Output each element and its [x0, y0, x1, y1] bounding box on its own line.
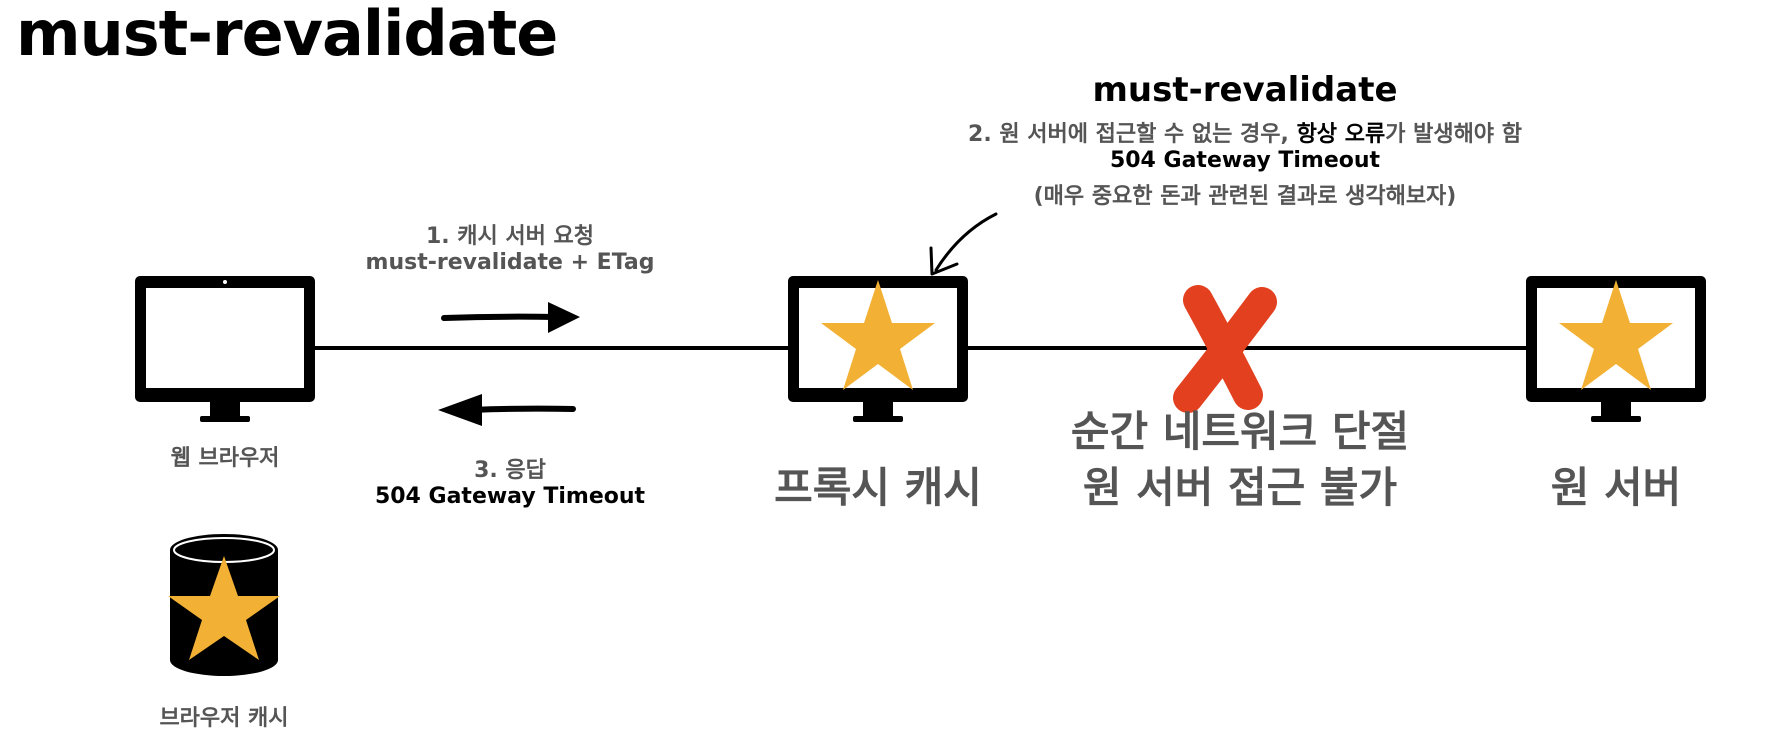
- origin-server-label: 원 서버: [1550, 463, 1682, 512]
- response-status-label: 504 Gateway Timeout: [374, 484, 646, 509]
- proxy-star-icon: [821, 280, 935, 390]
- browser-cache-star-icon: [168, 556, 280, 660]
- pointer-arrow-icon: [929, 212, 998, 276]
- note-line-1-suffix: 가 발생해야 함: [1385, 122, 1522, 147]
- browser-cache-label: 브라우저 캐시: [159, 706, 289, 731]
- note-line-1: 2. 원 서버에 접근할 수 없는 경우, 항상 오류가 발생해야 함: [905, 116, 1585, 148]
- arrow-left-icon: [438, 394, 576, 426]
- database-icon: [168, 534, 280, 676]
- request-step-label: 1. 캐시 서버 요청: [425, 224, 595, 249]
- proxy-cache-label: 프록시 캐시: [774, 463, 982, 512]
- network-failure-line-2: 원 서버 접근 불가: [1082, 463, 1398, 512]
- browser-monitor-icon: [135, 276, 315, 422]
- origin-star-icon: [1559, 280, 1673, 390]
- cross-icon: [1173, 285, 1277, 413]
- note-line-3: (매우 중요한 돈과 관련된 결과로 생각해보자): [1033, 184, 1457, 209]
- proxy-monitor-icon: [788, 276, 968, 422]
- note-line-2: 504 Gateway Timeout: [1109, 148, 1381, 173]
- network-failure-line-1: 순간 네트워크 단절: [1070, 407, 1410, 456]
- request-header-label: must-revalidate + ETag: [365, 250, 655, 275]
- response-step-label: 3. 응답: [474, 458, 546, 483]
- note-title: must-revalidate: [1092, 70, 1398, 110]
- origin-monitor-icon: [1526, 276, 1706, 422]
- arrow-right-icon: [441, 302, 580, 333]
- browser-label: 웹 브라우저: [170, 446, 280, 471]
- note-line-1-emphasis: 항상 오류: [1296, 122, 1386, 147]
- page-title: must-revalidate: [16, 0, 558, 70]
- note-line-1-prefix: 2. 원 서버에 접근할 수 없는 경우,: [968, 122, 1297, 147]
